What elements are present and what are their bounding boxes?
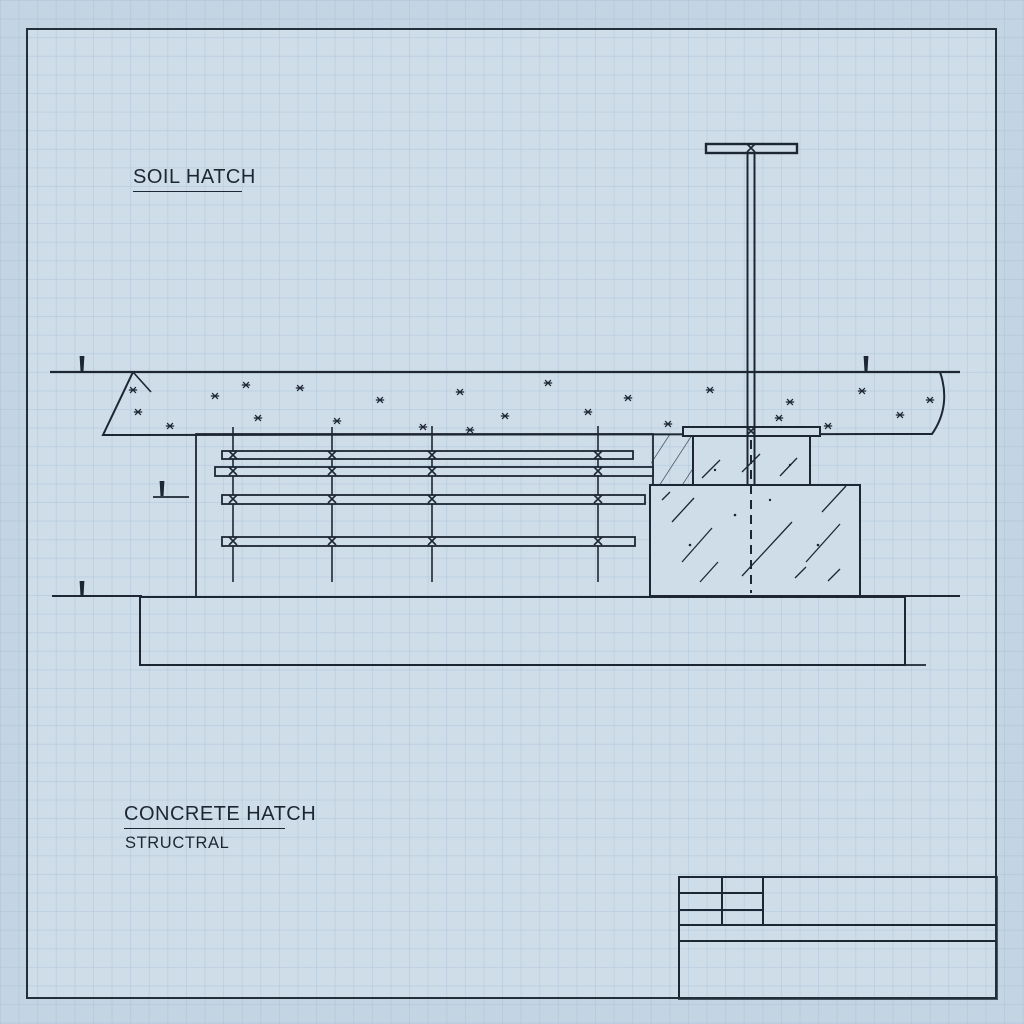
concrete-hatch-label: CONCRETE HATCH [124, 804, 316, 829]
datum-tick [79, 356, 85, 371]
soil-band [101, 371, 946, 437]
column-post [704, 142, 799, 593]
soil-hatch-label: SOIL HATCH [133, 167, 255, 192]
title-block-outline [678, 876, 998, 1000]
rebar-bars [214, 450, 654, 547]
structral-label: STRUCTRAL [125, 835, 229, 852]
rebar-bar [214, 466, 654, 477]
datum-tick [863, 356, 869, 371]
footing-dots [688, 463, 820, 547]
rebar-bar [221, 450, 634, 460]
soil-wedge [650, 434, 693, 485]
concrete-hatch-label-text: CONCRETE HATCH [124, 803, 317, 825]
footing-hatch-strokes [661, 453, 847, 583]
title-block [678, 876, 998, 1000]
concrete-slab [195, 426, 654, 598]
gravel-bed [139, 596, 926, 666]
soil-hatch-label-text: SOIL HATCH [133, 166, 256, 188]
datum-tick [79, 581, 85, 596]
ground-lines [50, 356, 960, 597]
structral-label-text: STRUCTRAL [125, 834, 230, 852]
level-marker [153, 481, 189, 498]
post-shaft [746, 153, 756, 485]
footing-block [649, 484, 861, 597]
soil-star-symbols [128, 379, 935, 434]
soil-band-fold-line [132, 371, 152, 393]
